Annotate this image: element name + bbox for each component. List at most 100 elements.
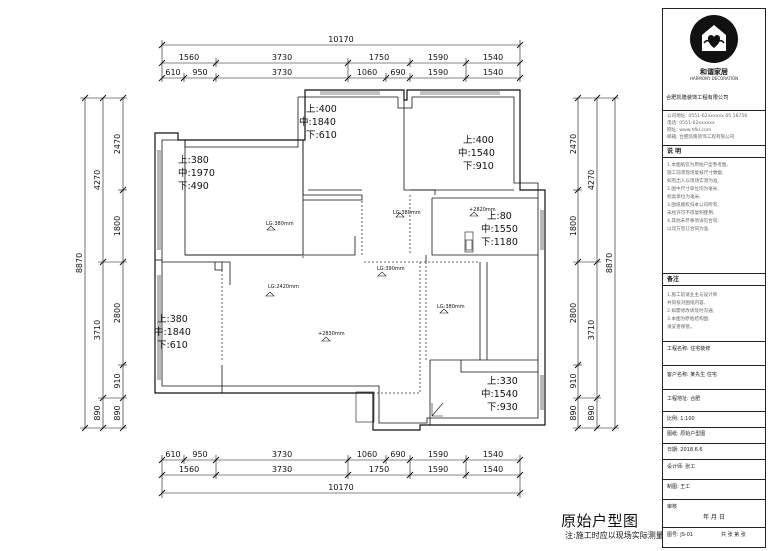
- plan-note: 注:施工时应以现场实际测量为准: [565, 531, 680, 540]
- remark-line-3: 2.如需修改请及时沟通,: [667, 309, 715, 314]
- divider: [663, 341, 765, 342]
- drawing-name: 图纸: 原始户型图: [667, 431, 706, 437]
- review-label: 审核: [667, 504, 678, 510]
- bottom-sub-dim-4: 1060: [357, 450, 377, 459]
- left-inner-dim-3: 2800: [113, 303, 122, 323]
- top-dim-3: 1750: [369, 53, 389, 62]
- notes-line-5: 标高单位为毫米,: [667, 195, 701, 200]
- logo-text: 和谐家居: [700, 68, 728, 76]
- top-dim-5: 1540: [483, 53, 503, 62]
- sheet-count: 共 张 第 张: [721, 532, 746, 538]
- drawing-date: 日期: 2018.6.6: [667, 447, 703, 453]
- level-label-ceiling-right: +2820mm: [469, 207, 496, 213]
- room-label-living: 上:380 中:1840 下:610: [154, 314, 191, 351]
- bottom-dim-4: 1590: [428, 465, 448, 474]
- divider: [663, 427, 765, 428]
- room-bottom-right-down: 下:930: [487, 402, 518, 413]
- room-label-top-right: 上:400 中:1540 下:910: [458, 135, 495, 172]
- remark-line-4: 3.本图为原始结构图,: [667, 317, 710, 322]
- bottom-total-dimension: 10170: [328, 483, 353, 492]
- top-sub-dim-1: 610: [165, 68, 180, 77]
- notes-heading: 说 明: [667, 148, 682, 155]
- divider: [663, 157, 765, 158]
- left-total-dimension: 8870: [75, 253, 84, 273]
- bottom-sub-dim-6: 1590: [428, 450, 448, 459]
- room-living-mid: 中:1840: [154, 326, 191, 338]
- room-top-middle-mid: 中:1840: [299, 116, 336, 128]
- notes-line-3: 如有出入以现场实测为准,: [667, 179, 719, 184]
- top-sub-dim-6: 1590: [428, 68, 448, 77]
- left-inner-dim-4: 910: [113, 373, 122, 388]
- bottom-dim-5: 1540: [483, 465, 503, 474]
- logo-subtitle: HARMONY DECORATION: [689, 76, 739, 81]
- room-top-middle-down: 下:610: [306, 130, 337, 141]
- remark-line-5: 请妥善保管。: [667, 325, 695, 330]
- room-right-middle-down: 下:1180: [481, 237, 518, 248]
- level-label-corridor: LG:380mm: [393, 210, 421, 216]
- bottom-dimension-lines: [158, 455, 524, 498]
- room-right-middle-mid: 中:1550: [481, 223, 518, 235]
- room-bottom-right-mid: 中:1540: [481, 388, 518, 400]
- left-dimension-lines: [80, 94, 127, 432]
- room-top-right-up: 上:400: [463, 135, 494, 146]
- company-info-line-2: 电话: 0551-62xxxxxx: [667, 121, 715, 126]
- room-left-top-up: 上:380: [178, 155, 209, 166]
- right-dimension-lines: [573, 94, 619, 432]
- divider: [663, 411, 765, 412]
- divider: [663, 273, 765, 274]
- drawing-number: 图号: JS-01: [667, 532, 694, 538]
- divider: [663, 443, 765, 444]
- notes-line-1: 1.本图纸仅为原始户型参考图,: [667, 163, 728, 168]
- company-name: 合肥凯隆装饰工程有限公司: [666, 95, 729, 101]
- top-dim-2: 3730: [272, 53, 292, 62]
- sign-date: 年 月 日: [703, 514, 725, 521]
- divider: [663, 145, 765, 146]
- left-inner-dim-1: 2470: [113, 134, 122, 154]
- level-markers: [265, 211, 479, 342]
- top-dim-1: 1560: [179, 53, 199, 62]
- top-sub-dim-5: 690: [390, 68, 405, 77]
- level-label-bedroom: LG:380mm: [266, 221, 294, 227]
- house-heart-icon: [702, 25, 726, 51]
- room-label-right-middle: 上:80 中:1550 下:1180: [481, 211, 518, 248]
- notes-line-2: 施工前须现场复核尺寸数据,: [667, 171, 724, 176]
- title-block: 和谐家居 HARMONY DECORATION 合肥凯隆装饰工程有限公司 公司地…: [662, 8, 766, 548]
- room-top-middle-up: 上:400: [306, 104, 337, 115]
- level-label-hall: LG:390mm: [377, 266, 405, 272]
- room-label-left-top: 上:380 中:1970 下:490: [178, 155, 215, 192]
- divider: [663, 499, 765, 500]
- level-label-living: LG:2420mm: [268, 284, 299, 290]
- divider: [663, 389, 765, 390]
- top-dim-4: 1590: [428, 53, 448, 62]
- room-living-up: 上:380: [157, 314, 188, 325]
- dashed-openings: [221, 195, 480, 394]
- left-outer-dim-3: 890: [93, 405, 102, 420]
- remark-line-1: 1.施工前请业主与设计师: [667, 293, 718, 298]
- top-total-dimension: 10170: [328, 35, 353, 44]
- room-bottom-right-up: 上:330: [487, 376, 518, 387]
- exterior-walls: [154, 89, 546, 431]
- bottom-sub-dim-1: 610: [165, 450, 180, 459]
- divider: [663, 459, 765, 460]
- notes-line-4: 2.图中尺寸单位均为毫米,: [667, 187, 719, 192]
- room-right-middle-up: 上:80: [487, 211, 512, 222]
- notes-line-8: 4.其他未尽事项详见合同,: [667, 219, 719, 224]
- level-label-right: LG:380mm: [437, 304, 465, 310]
- right-inner-dim-5: 890: [569, 405, 578, 420]
- room-top-right-mid: 中:1540: [458, 147, 495, 159]
- right-outer-dim-3: 890: [587, 405, 596, 420]
- notes-line-6: 3.图纸版权归本公司所有,: [667, 203, 719, 208]
- customer-name: 客户名称: 某先生 住宅: [667, 372, 717, 378]
- bottom-dim-2: 3730: [272, 465, 292, 474]
- left-outer-dim-2: 3710: [93, 320, 102, 340]
- right-total-dimension: 8870: [605, 253, 614, 273]
- right-outer-dim-1: 4270: [587, 170, 596, 190]
- notes-line-7: 未经许可不得复制使用,: [667, 211, 715, 216]
- divider: [663, 479, 765, 480]
- top-sub-dim-4: 1060: [357, 68, 377, 77]
- company-logo: [690, 15, 738, 63]
- designer-name: 设计师: 张工: [667, 464, 696, 470]
- company-info-line-3: 网址: www.hfkl.com: [667, 128, 712, 133]
- divider: [663, 527, 765, 528]
- bottom-dim-3: 1750: [369, 465, 389, 474]
